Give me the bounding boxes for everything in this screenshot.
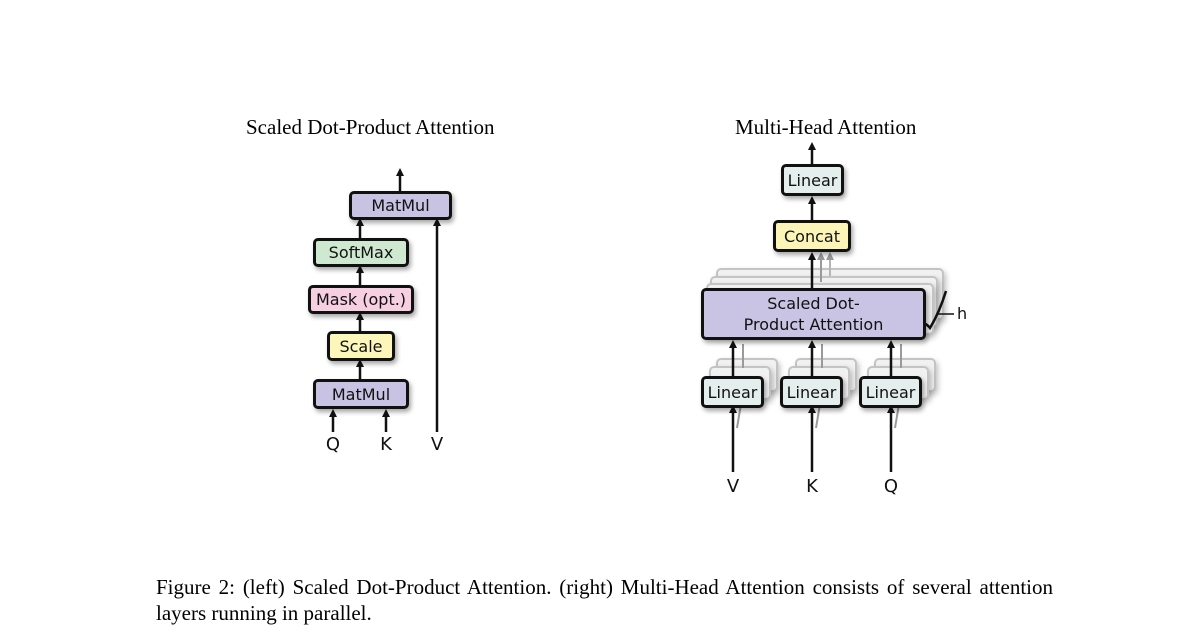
figure-caption: Figure 2: (left) Scaled Dot-Product Atte… xyxy=(156,575,1053,625)
right-input-v: V xyxy=(726,476,740,497)
linear-q-block: Linear xyxy=(859,376,922,408)
head-count-label: h xyxy=(957,304,968,323)
left-input-q: Q xyxy=(325,434,341,455)
softmax-block: SoftMax xyxy=(313,238,409,267)
right-input-q: Q xyxy=(883,476,899,497)
scaled-dot-product-attention-block: Scaled Dot-Product Attention xyxy=(701,288,926,340)
scale-block: Scale xyxy=(327,331,395,361)
left-input-v: V xyxy=(430,434,444,455)
concat-block: Concat xyxy=(773,220,851,252)
left-input-k: K xyxy=(380,434,392,455)
matmul-top-block: MatMul xyxy=(349,191,452,220)
right-title: Multi-Head Attention xyxy=(735,115,917,139)
left-title: Scaled Dot-Product Attention xyxy=(246,115,495,139)
mask-block: Mask (opt.) xyxy=(308,285,414,314)
linear-top-block: Linear xyxy=(781,164,844,196)
right-input-k: K xyxy=(806,476,818,497)
matmul-bottom-block: MatMul xyxy=(313,379,409,409)
linear-v-block: Linear xyxy=(701,376,764,408)
linear-k-block: Linear xyxy=(780,376,843,408)
